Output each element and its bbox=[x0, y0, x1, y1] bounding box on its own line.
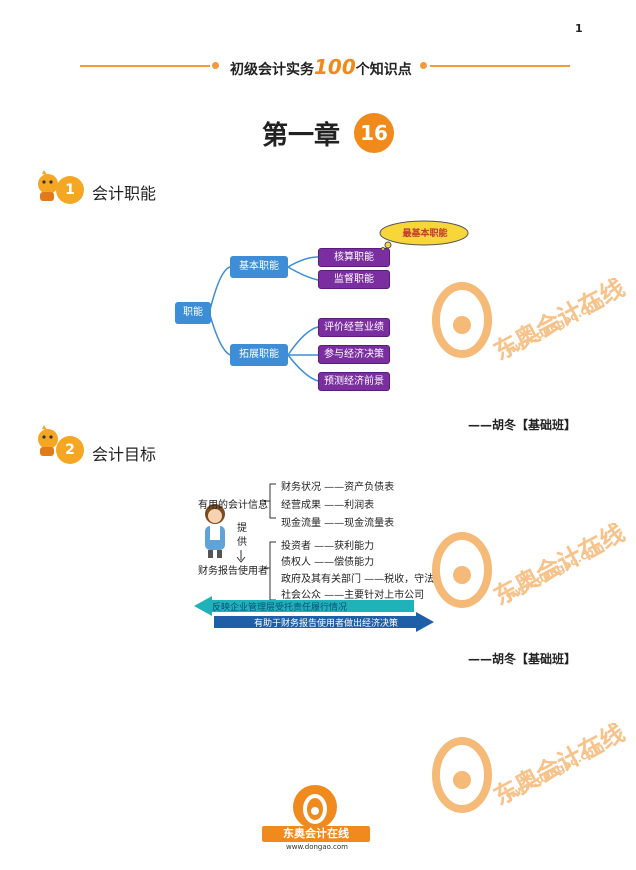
brackets bbox=[264, 483, 276, 601]
creditor-item: 债权人 ——偿债能力 bbox=[281, 557, 375, 568]
page-number: 1 bbox=[575, 22, 583, 35]
watermark bbox=[432, 720, 492, 824]
operating-results-item: 经营成果 ——利润表 bbox=[281, 500, 375, 511]
cloud-shape bbox=[379, 220, 469, 250]
header-title-num: 100 bbox=[314, 55, 356, 79]
watermark-logo-icon bbox=[432, 737, 492, 813]
report-users-label: 财务报告使用者 bbox=[198, 566, 268, 577]
footer-brand: 东奥会计在线 bbox=[262, 826, 370, 842]
functions-root: 职能 bbox=[175, 302, 211, 324]
person-icon bbox=[205, 504, 225, 558]
watermark-logo-icon bbox=[432, 282, 492, 358]
section-2-author: ——胡冬【基础班】 bbox=[468, 652, 577, 666]
financial-position-item: 财务状况 ——资产负债表 bbox=[281, 482, 395, 493]
accounting-function-item: 核算职能 bbox=[318, 248, 390, 267]
section-1-title: 会计职能 bbox=[92, 184, 157, 203]
header-title-prefix: 初级会计实务 bbox=[230, 62, 314, 78]
header-divider-left bbox=[80, 65, 210, 67]
footer-logo-icon bbox=[293, 785, 337, 829]
section-1-author: ——胡冬【基础班】 bbox=[468, 418, 577, 432]
mascot-icon bbox=[38, 170, 58, 201]
evaluate-performance-item: 评价经营业绩 bbox=[318, 318, 390, 337]
section-1-badge: 1 bbox=[56, 176, 84, 204]
watermark-logo-icon bbox=[432, 532, 492, 608]
public-item: 社会公众 ——主要针对上市公司 bbox=[281, 590, 425, 601]
chapter-title: 第一章 bbox=[262, 121, 341, 151]
cloud-note: 最基本职能 bbox=[402, 229, 448, 239]
chapter-number: 16 bbox=[354, 113, 394, 153]
functions-diagram-lines bbox=[209, 256, 319, 382]
section-2-badge: 2 bbox=[56, 436, 84, 464]
header-dot-left bbox=[212, 62, 219, 69]
header-dot-right bbox=[420, 62, 427, 69]
government-item: 政府及其有关部门 ——税收，守法 bbox=[281, 574, 435, 585]
extended-functions-node: 拓展职能 bbox=[230, 344, 288, 366]
header-divider-right bbox=[430, 65, 570, 67]
investor-item: 投资者 ——获利能力 bbox=[281, 541, 375, 552]
watermark bbox=[432, 265, 492, 369]
forecast-prospects-item: 预测经济前景 bbox=[318, 372, 390, 391]
arrows-graphic bbox=[194, 596, 434, 632]
cash-flow-item: 现金流量 ——现金流量表 bbox=[281, 518, 395, 529]
down-arrow-icon bbox=[236, 550, 246, 563]
header-title: 初级会计实务100个知识点 bbox=[230, 55, 412, 79]
provide-label: 提供 bbox=[237, 523, 247, 548]
supervision-function-item: 监督职能 bbox=[318, 270, 390, 289]
basic-functions-node: 基本职能 bbox=[230, 256, 288, 278]
arrow-left-text: 反映企业管理层受托责任履行情况 bbox=[212, 603, 348, 613]
economic-decision-item: 参与经济决策 bbox=[318, 345, 390, 364]
mascot-icon bbox=[38, 425, 58, 456]
section-2-title: 会计目标 bbox=[92, 445, 157, 464]
arrow-right-text: 有助于财务报告使用者做出经济决策 bbox=[254, 619, 399, 629]
watermark bbox=[432, 515, 492, 619]
useful-info-label: 有用的会计信息 bbox=[198, 500, 268, 511]
footer-url: www.dongao.com bbox=[286, 843, 348, 851]
header-title-suffix: 个知识点 bbox=[355, 62, 412, 78]
